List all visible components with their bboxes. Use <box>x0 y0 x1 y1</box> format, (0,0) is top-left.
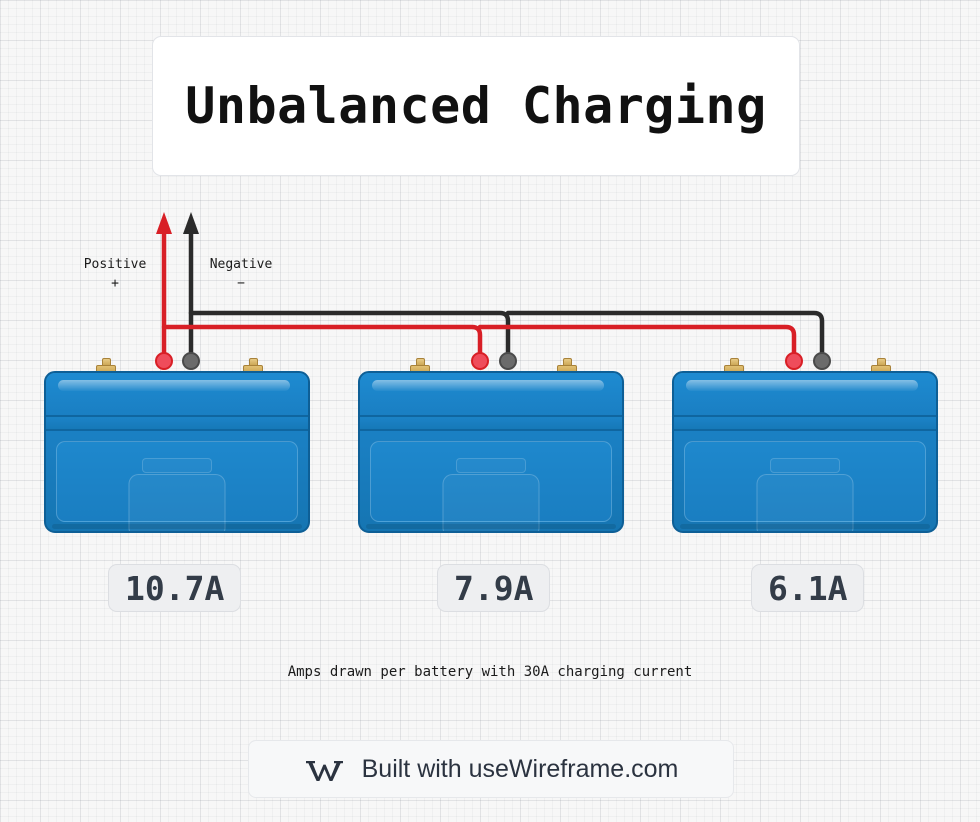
battery-1-lid <box>46 373 308 417</box>
positive-sign: + <box>111 275 119 291</box>
battery-2-lid-shine <box>372 380 604 391</box>
battery-3-label-strip <box>770 458 840 473</box>
amps-badge-battery-2: 7.9A <box>437 564 551 612</box>
negative-arrow-head <box>183 212 199 234</box>
battery-1-plate <box>128 474 226 531</box>
positive-label-text: Positive <box>83 257 147 272</box>
amps-badge-battery-3: 6.1A <box>751 564 865 612</box>
battery-1-seam <box>46 419 308 431</box>
page-title: Unbalanced Charging <box>185 77 767 135</box>
positive-bus-right <box>477 324 797 357</box>
battery-1-bottom-shadow <box>52 524 302 529</box>
battery-1-body <box>44 371 310 533</box>
battery-1-panel <box>56 441 298 531</box>
diagram-caption: Amps drawn per battery with 30A charging… <box>287 664 693 680</box>
negative-wire-group <box>188 225 825 363</box>
battery-2-label-strip <box>456 458 526 473</box>
battery-3-panel <box>684 441 926 531</box>
battery-2-plate <box>442 474 540 531</box>
positive-polarity-label: Positive + <box>66 256 164 294</box>
battery-2-panel <box>370 441 612 531</box>
battery-2-bottom-shadow <box>366 524 616 529</box>
battery-3-lid <box>674 373 936 417</box>
amps-badge-battery-1: 10.7A <box>108 564 242 612</box>
battery-3-plate <box>756 474 854 531</box>
battery-1-lid-shine <box>58 380 290 391</box>
battery-2-seam <box>360 419 622 431</box>
negative-label-text: Negative <box>209 257 273 272</box>
negative-polarity-label: Negative − <box>192 256 290 294</box>
battery-3-lid-shine <box>686 380 918 391</box>
battery-3-bottom-shadow <box>680 524 930 529</box>
amps-value-battery-3: 6.1A <box>768 568 848 608</box>
battery-1-label-strip <box>142 458 212 473</box>
positive-arrow-head <box>156 212 172 234</box>
battery-1[interactable] <box>44 357 310 533</box>
footer-attribution-text: Built with useWireframe.com <box>361 754 679 783</box>
positive-wire-group <box>161 225 797 363</box>
battery-3-body <box>672 371 938 533</box>
positive-bus <box>161 324 483 357</box>
negative-bus-right <box>505 310 825 357</box>
battery-2[interactable] <box>358 357 624 533</box>
battery-2-body <box>358 371 624 533</box>
title-card: Unbalanced Charging <box>152 36 800 176</box>
amps-value-battery-1: 10.7A <box>125 568 225 608</box>
battery-3-seam <box>674 419 936 431</box>
negative-sign: − <box>237 275 245 291</box>
wireframe-w-logo-icon <box>305 761 343 781</box>
battery-3[interactable] <box>672 357 938 533</box>
battery-2-lid <box>360 373 622 417</box>
negative-bus <box>188 310 511 357</box>
amps-value-battery-2: 7.9A <box>454 568 534 608</box>
footer-attribution-badge[interactable]: Built with useWireframe.com <box>248 740 734 798</box>
